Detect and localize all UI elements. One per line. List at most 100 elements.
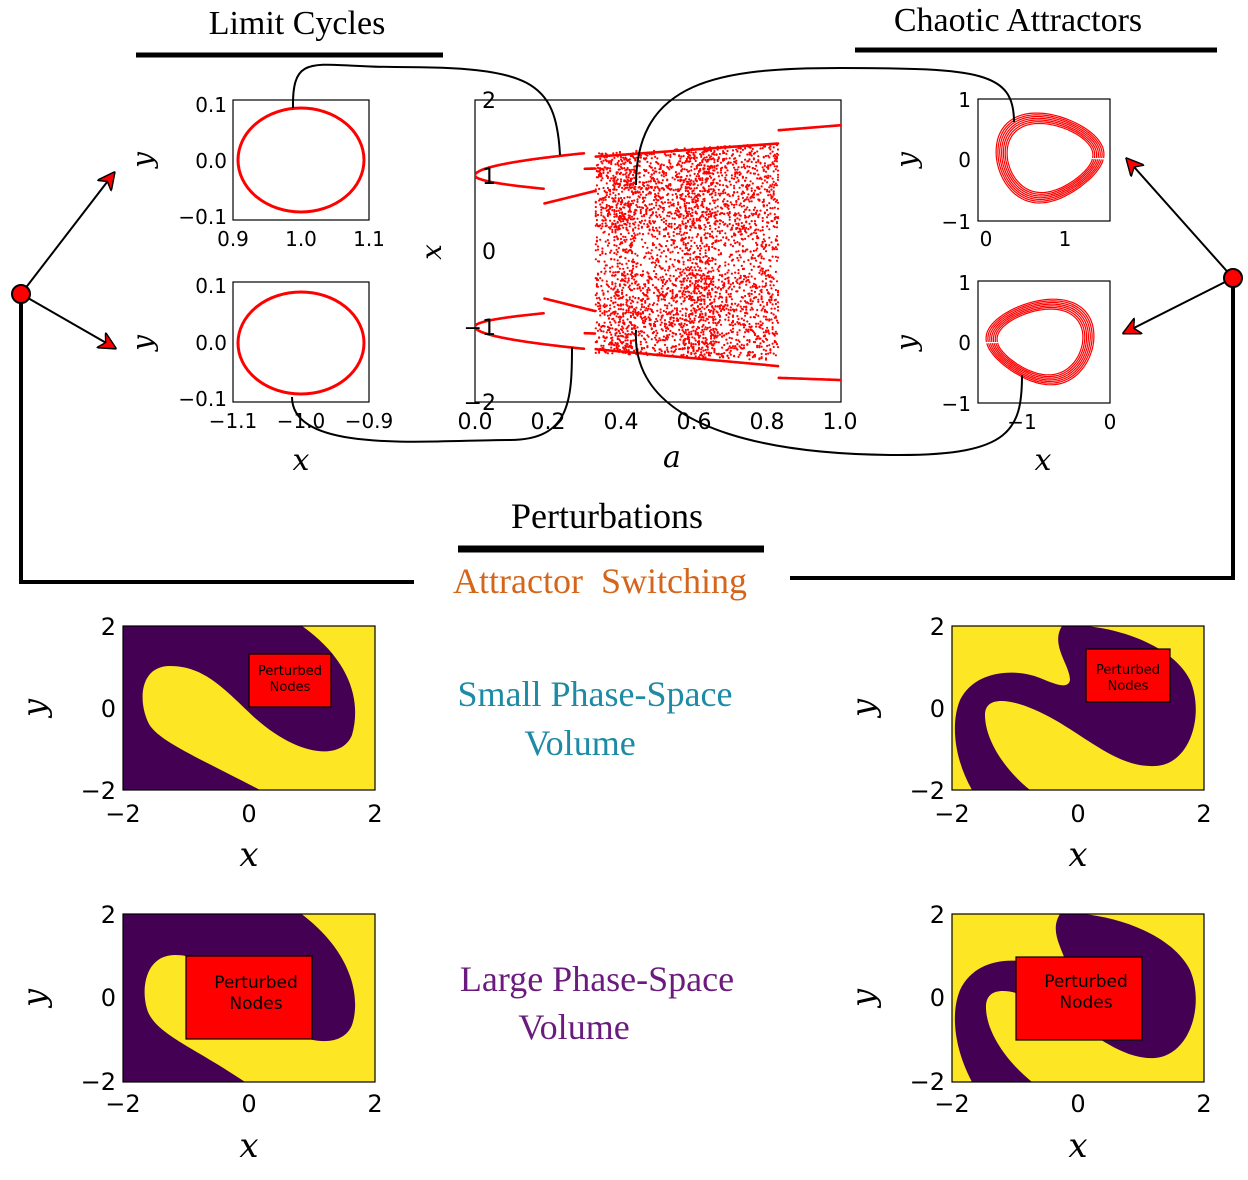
- bifurcation-point: [683, 347, 686, 350]
- bifurcation-point: [694, 330, 697, 333]
- bifurcation-point: [630, 186, 634, 189]
- bifurcation-point: [604, 240, 607, 243]
- y-tick-label: 0.1: [195, 274, 227, 298]
- bifurcation-point: [624, 339, 627, 342]
- bifurcation-point: [728, 222, 731, 226]
- bifurcation-point: [625, 175, 628, 178]
- bifurcation-point: [686, 180, 690, 184]
- bifurcation-point: [660, 298, 663, 301]
- bifurcation-point: [614, 282, 617, 285]
- bifurcation-point: [695, 244, 698, 247]
- bifurcation-point: [661, 284, 664, 288]
- bifurcation-point: [775, 222, 779, 225]
- bifurcation-point: [680, 234, 683, 237]
- bifurcation-point: [657, 199, 660, 202]
- bifurcation-point: [692, 329, 695, 332]
- bifurcation-point: [699, 307, 702, 310]
- bifurcation-point: [649, 175, 652, 178]
- bifurcation-point: [601, 152, 604, 155]
- bifurcation-point: [618, 224, 622, 227]
- bifurcation-point: [622, 173, 625, 176]
- bifurcation-point: [670, 188, 673, 191]
- bifurcation-point: [680, 179, 683, 182]
- bifurcation-point: [628, 172, 631, 175]
- bifurcation-point: [707, 188, 711, 191]
- bifurcation-point: [724, 232, 727, 235]
- bifurcation-point: [761, 322, 764, 325]
- bifurcation-point: [718, 307, 722, 310]
- bifurcation-point: [773, 197, 776, 201]
- bifurcation-point: [760, 288, 763, 291]
- bifurcation-point: [718, 314, 722, 317]
- bifurcation-point: [701, 161, 704, 164]
- bifurcation-point: [666, 279, 669, 282]
- chaotic-orbit-loop: [991, 303, 1090, 381]
- bifurcation-point: [744, 228, 747, 231]
- bifurcation-point: [657, 192, 660, 195]
- bifurcation-point: [776, 142, 780, 145]
- bifurcation-point: [736, 281, 739, 284]
- bifurcation-point: [721, 332, 724, 335]
- bifurcation-point: [605, 224, 608, 227]
- bifurcation-point: [736, 168, 739, 171]
- bifurcation-point: [599, 298, 602, 301]
- bifurcation-point: [619, 237, 623, 241]
- bifurcation-point: [686, 328, 690, 331]
- bifurcation-point: [752, 193, 756, 196]
- bifurcation-point: [670, 304, 673, 307]
- bifurcation-point: [712, 257, 715, 260]
- bifurcation-point: [683, 168, 686, 171]
- bifurcation-point: [707, 285, 711, 288]
- bifurcation-point: [759, 229, 762, 232]
- bifurcation-point: [657, 208, 660, 211]
- bifurcation-point: [690, 332, 693, 336]
- bifurcation-point: [624, 173, 627, 176]
- bifurcation-point: [598, 324, 601, 327]
- bifurcation-point: [723, 198, 726, 201]
- bifurcation-point: [715, 240, 718, 243]
- bifurcation-point: [609, 227, 612, 230]
- bifurcation-point: [668, 277, 671, 280]
- bifurcation-point: [713, 201, 716, 204]
- bifurcation-point: [707, 185, 711, 188]
- bifurcation-point: [734, 302, 737, 305]
- bifurcation-point: [615, 315, 618, 318]
- bifurcation-point: [667, 198, 670, 201]
- bifurcation-point: [746, 196, 749, 199]
- bifurcation-point: [723, 212, 726, 216]
- bifurcation-point: [750, 275, 753, 278]
- bifurcation-point: [725, 296, 728, 299]
- bifurcation-point: [679, 290, 682, 293]
- bifurcation-point: [665, 171, 668, 175]
- bifurcation-point: [716, 164, 719, 167]
- bifurcation-point: [666, 348, 669, 351]
- bifurcation-point: [750, 292, 753, 296]
- bifurcation-point: [761, 327, 764, 330]
- bifurcation-point: [749, 225, 752, 228]
- bifurcation-point: [729, 183, 732, 186]
- bifurcation-point: [679, 338, 682, 341]
- bifurcation-point: [773, 334, 776, 337]
- bifurcation-point: [644, 301, 647, 304]
- bifurcation-point: [712, 344, 715, 347]
- bifurcation-point: [665, 226, 668, 229]
- bifurcation-point: [602, 159, 605, 162]
- bifurcation-point: [710, 280, 713, 283]
- bifurcation-point: [630, 305, 634, 308]
- bifurcation-point: [691, 208, 694, 211]
- bifurcation-point: [733, 347, 736, 350]
- bifurcation-point: [600, 160, 603, 163]
- bifurcation-point: [689, 184, 692, 187]
- bifurcation-point: [682, 241, 685, 244]
- bifurcation-point: [605, 310, 608, 313]
- bifurcation-point: [643, 184, 646, 188]
- bifurcation-point: [618, 320, 622, 323]
- bifurcation-point: [712, 311, 715, 314]
- bifurcation-point: [726, 206, 729, 209]
- bifurcation-point: [594, 309, 597, 312]
- bifurcation-point: [615, 244, 618, 247]
- bifurcation-point: [691, 211, 694, 214]
- bifurcation-point: [705, 213, 708, 216]
- bifurcation-point: [613, 208, 616, 212]
- bifurcation-point: [768, 228, 771, 231]
